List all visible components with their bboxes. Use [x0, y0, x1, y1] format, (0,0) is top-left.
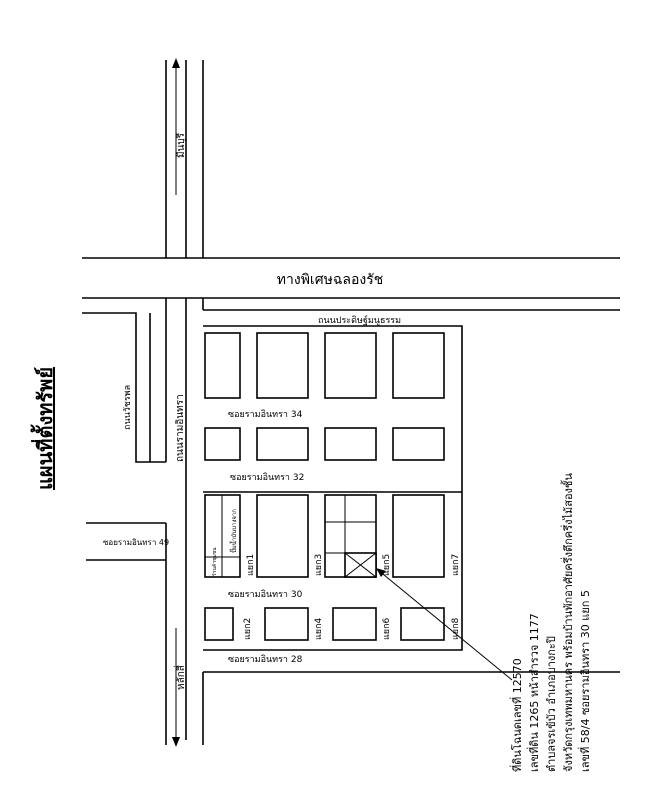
- lane-5-label: แยก5: [382, 554, 392, 576]
- pointer-line: [377, 569, 513, 681]
- lane-8-label: แยก8: [451, 617, 461, 640]
- info-line: จังหวัดกรุงเทพมหานคร พร้อมบ้านพักอาศัยคร…: [560, 473, 575, 772]
- soi-30-label: ซอยรามอินทรา 30: [228, 589, 303, 600]
- watcharaphon-label: ถนนวัชรพล: [123, 385, 133, 430]
- lane-2-label: แยก2: [243, 618, 253, 640]
- lak-si-label: หลักสี่: [173, 665, 187, 690]
- block: [324, 332, 377, 399]
- gas-station-label: ปั๊มน้ำมันบางจาก: [228, 509, 238, 553]
- arrow-up-icon: [172, 58, 180, 68]
- property-cross: [344, 552, 377, 578]
- ramintra-label: ถนนรามอินทรา: [175, 394, 186, 462]
- soi-28-label: ซอยรามอินทรา 28: [228, 654, 303, 665]
- block: [332, 607, 377, 641]
- soi-34-label: ซอยรามอินทรา 34: [228, 409, 303, 420]
- road-line: [203, 325, 463, 651]
- block: [256, 332, 309, 399]
- block: [392, 494, 445, 578]
- block: [264, 607, 309, 641]
- lane-7-label: แยก7: [451, 554, 461, 576]
- block: [256, 427, 309, 461]
- lane-3-label: แยก3: [314, 554, 324, 576]
- block: [204, 607, 234, 641]
- min-buri-label: มีนบุรี: [175, 132, 187, 158]
- block: [204, 427, 241, 461]
- pointer-arrow-icon: [376, 568, 386, 577]
- block: [400, 607, 445, 641]
- property-info: ที่ดินโฉนดเลขที่ 12570 เลขที่ดิน 1265 หน…: [509, 473, 592, 772]
- soi-49-label: ซอยรามอินทรา 49: [103, 538, 169, 547]
- arrow-down-icon: [172, 737, 180, 747]
- store-label: ร้านค้าชุมชน: [211, 547, 218, 576]
- lane-6-label: แยก6: [382, 617, 392, 640]
- info-line: ตำบลจรเข้บัว อำเภอบางกะปิ: [545, 636, 558, 772]
- map-title: แผนที่ตั้งทรัพย์: [30, 367, 57, 490]
- info-line: เลขที่ 58/4 ซอยรามอินทรา 30 แยก 5: [577, 590, 592, 772]
- block: [392, 332, 445, 399]
- block: [392, 427, 445, 461]
- soi-32-label: ซอยรามอินทรา 32: [230, 472, 304, 483]
- prachathipat-label: ถนนประดิษฐ์มนูธรรม: [318, 314, 401, 326]
- expressway-label: ทางพิเศษฉลองรัช: [277, 272, 383, 288]
- lane-4-label: แยก4: [314, 617, 324, 640]
- block: [256, 494, 309, 578]
- info-line: ที่ดินโฉนดเลขที่ 12570: [509, 658, 524, 772]
- block: [204, 332, 241, 399]
- lane-1-label: แยก1: [246, 554, 256, 576]
- block: [324, 427, 377, 461]
- watcharaphon-road-edge: [82, 312, 166, 463]
- info-line: เลขที่ดิน 1265 หน้าสำรวจ 1177: [526, 613, 541, 772]
